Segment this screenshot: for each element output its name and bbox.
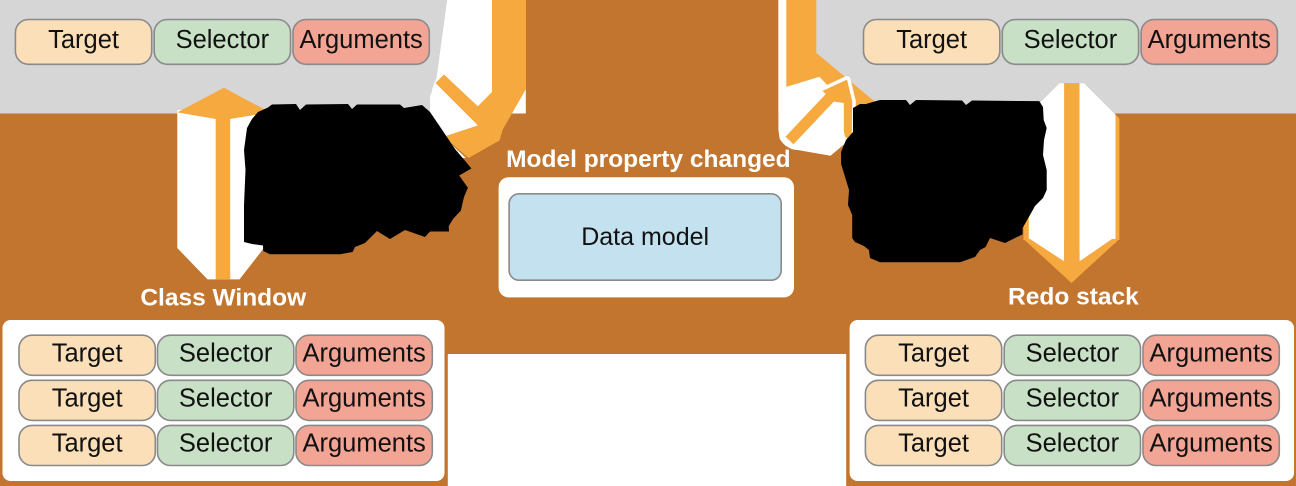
svg-text:Selector: Selector [1026,384,1120,412]
svg-text:Target: Target [898,429,969,457]
svg-text:Selector: Selector [1024,26,1118,54]
svg-text:Arguments: Arguments [302,339,425,367]
svg-text:Target: Target [48,26,119,54]
svg-text:Model property changed: Model property changed [506,146,791,173]
svg-text:Selector: Selector [176,26,270,54]
svg-text:Target: Target [896,26,967,54]
svg-text:Arguments: Arguments [1149,384,1272,412]
svg-text:Arguments: Arguments [1149,429,1272,457]
svg-text:Target: Target [898,339,969,367]
svg-text:Target: Target [52,429,123,457]
svg-text:Redo stack: Redo stack [1008,284,1139,311]
svg-text:Arguments: Arguments [302,429,425,457]
svg-text:Target: Target [52,384,123,412]
svg-text:Target: Target [52,339,123,367]
svg-text:Selector: Selector [179,429,273,457]
svg-text:Selector: Selector [179,384,273,412]
svg-text:Arguments: Arguments [1149,339,1272,367]
svg-text:Arguments: Arguments [299,26,422,54]
svg-text:Data model: Data model [581,223,709,251]
svg-text:Arguments: Arguments [1148,26,1271,54]
svg-text:Selector: Selector [1026,429,1120,457]
svg-text:Class Window: Class Window [140,285,307,312]
svg-text:Selector: Selector [179,339,273,367]
svg-text:Target: Target [898,384,969,412]
svg-text:Arguments: Arguments [302,384,425,412]
svg-text:Selector: Selector [1026,339,1120,367]
